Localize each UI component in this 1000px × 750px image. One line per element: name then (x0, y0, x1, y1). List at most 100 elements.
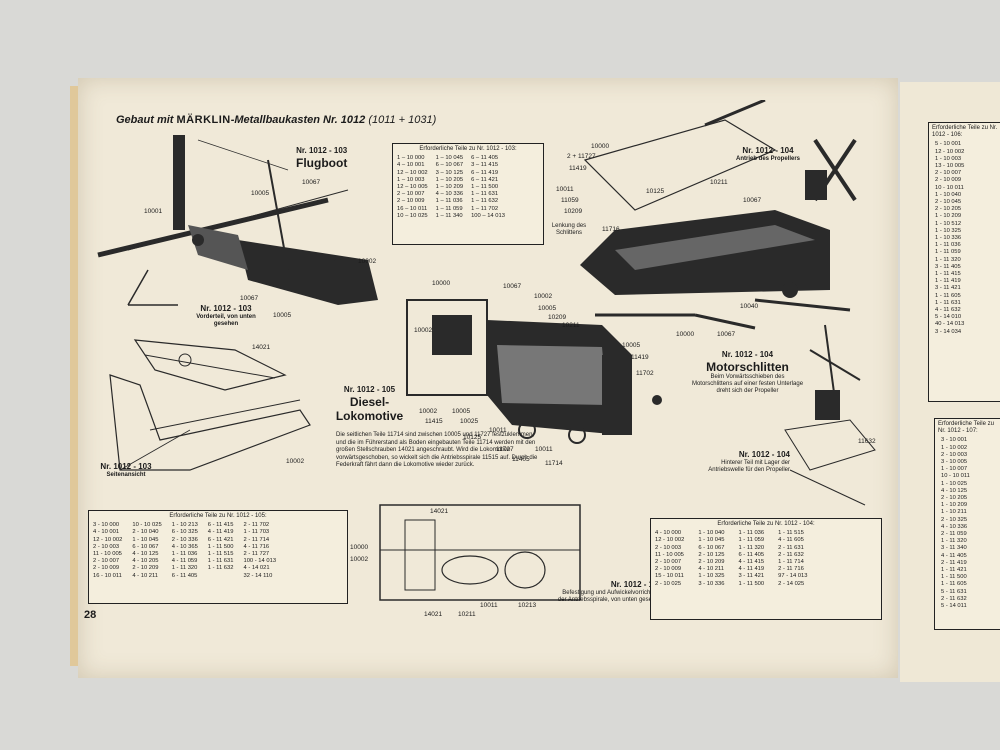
part-label: 10001 (144, 208, 163, 215)
table-row: 1 - 11 419 (935, 278, 961, 285)
table-row: 5 - 14 011 (941, 603, 967, 610)
table-row: 1 - 11 605 (935, 292, 961, 299)
table-row: 1 - 11 320 (935, 256, 961, 263)
part-label: 10011 (480, 602, 498, 609)
part-label: 10125 (463, 434, 482, 441)
part-label: 10005 (251, 190, 270, 197)
part-label: 2 + 11727 (567, 153, 596, 160)
table-row: 2 - 11 059 (941, 531, 967, 538)
table-row: 1 - 10 336 (935, 235, 962, 242)
part-label: 10000 (676, 331, 695, 338)
table-row: 1 - 10 209 (941, 502, 968, 509)
motorschlitten-caption: Nr. 1012 - 104 Motorschlitten Beim Vorwä… (691, 350, 804, 394)
part-label: 10000 (432, 280, 451, 287)
part-label: 10211 (458, 611, 476, 618)
table-row: 1 - 11 036 (935, 242, 961, 249)
table-row: 1 - 11 059 (935, 249, 961, 256)
table-row: 1 - 10 003 (935, 155, 962, 162)
table-row: 1 - 11 421 (941, 567, 967, 574)
page-title: Gebaut mit MÄRKLIN-Metallbaukasten Nr. 1… (116, 114, 437, 126)
part-label: 11415 (425, 418, 443, 425)
part-label: 10005 (622, 342, 641, 349)
part-label: 10005 (538, 305, 557, 312)
table-row: 2 - 10 003 (941, 451, 968, 458)
table-row: 5 - 10 001 (935, 141, 962, 148)
table-row: 2 - 10 009 (935, 177, 962, 184)
table-row: 2 - 10 325 (941, 516, 968, 523)
antrieb-caption: Nr. 1012 - 104 Antrieb des Propellers (735, 146, 801, 162)
part-label: 10002 (414, 327, 433, 334)
part-label: 11419 (631, 354, 649, 361)
table-row: 1 - 10 025 (941, 480, 968, 487)
table-row: 2 - 10 205 (941, 495, 968, 502)
part-label: 10005 (452, 408, 471, 415)
table-row: 3 - 11 340 (941, 545, 967, 552)
part-label: 10000 (591, 143, 610, 150)
part-label: 10025 (460, 418, 479, 425)
table-row: 2 - 10 205 (935, 206, 962, 213)
part-label: 10002 (350, 556, 369, 563)
part-label: 10002 (534, 293, 553, 300)
part-label: 11702 (636, 370, 654, 377)
part-label: 11716 (602, 226, 620, 233)
part-label: 10067 (743, 197, 762, 204)
table-row: 40 - 14 013 (935, 321, 965, 328)
table-row: 1 - 11 320 (941, 538, 967, 545)
table-row: 12 - 10 002 (935, 148, 965, 155)
part-label: 10067 (240, 295, 259, 302)
part-label: 10213 (518, 602, 537, 609)
table-row: 2 - 11 419 (941, 559, 967, 566)
part-label: 11727 (496, 446, 514, 453)
table-row: 1 - 11 500 (941, 574, 967, 581)
lokomotive-illustration (406, 299, 662, 444)
part-label: 11059 (561, 197, 579, 204)
table-row: 4 - 11 632 (935, 307, 961, 314)
table-row: 1 - 11 605 (941, 581, 967, 588)
hinterer-teil-illustration (784, 324, 876, 506)
table-row: 10 - 10 011 (941, 473, 970, 480)
part-label: 14021 (424, 611, 443, 618)
befestigung-caption: Nr. 1012 - 105 Befestigung und Aufwickel… (557, 580, 662, 603)
part-label: 10005 (273, 312, 292, 319)
flugboot-illustration (97, 135, 378, 306)
parts-table-106: Erforderliche Teile zu Nr. 1012 - 106: 5… (928, 122, 1000, 402)
part-label: 10211 (710, 179, 728, 186)
lokomotive-description: Die seitlichen Teile 11714 sind zwischen… (336, 432, 538, 469)
table-row: 3 - 11 421 (935, 285, 961, 292)
part-label: 10067 (503, 283, 522, 290)
part-label: 10209 (548, 314, 567, 321)
part-label: 10211 (562, 322, 580, 329)
table-row: 3 - 11 405 (935, 263, 961, 270)
parts-table-103: Erforderliche Teile zu Nr. 1012 - 103: 1… (392, 143, 544, 245)
part-label: 10002 (419, 408, 438, 415)
table-row: 2 - 10 007 (935, 170, 962, 177)
table-row: 3 - 10 001 (941, 437, 968, 444)
part-label: 11632 (858, 438, 876, 445)
part-label: 14021 (430, 508, 449, 515)
flugboot-caption: Nr. 1012 - 103 Flugboot (296, 146, 348, 170)
part-label: 11405 (512, 456, 530, 463)
hinterer-caption: Nr. 1012 - 104 Hinterer Teil mit Lager d… (708, 450, 790, 473)
table-row: 1 - 10 209 (935, 213, 962, 220)
part-label: 10011 (489, 427, 507, 434)
part-label: 10011 (556, 186, 574, 193)
table-row: 1 - 10 512 (935, 220, 962, 227)
page-number: 28 (84, 609, 97, 621)
part-label: 10209 (564, 208, 583, 215)
vorderteil-illustration (133, 339, 287, 391)
table-row: 2 - 10 045 (935, 199, 962, 206)
table-row: 1 - 11 415 (935, 271, 961, 278)
table-row: 1 - 10 325 (935, 227, 962, 234)
table-row: 3 - 14 034 (935, 328, 962, 335)
seitenansicht-caption: Nr. 1012 - 103 Seitenansicht (100, 462, 152, 478)
table-row: 1 - 10 007 (941, 466, 968, 473)
table-row: 1 - 11 631 (935, 299, 961, 306)
table-row: 1 - 10 002 (941, 444, 968, 451)
table-row: 1 - 10 211 (941, 509, 967, 516)
table-row: 3 - 10 005 (941, 459, 968, 466)
table-row: 10 - 10 011 (935, 184, 964, 191)
table-row: 4 - 11 405 (941, 552, 967, 559)
table-row: 13 - 10 005 (935, 163, 965, 170)
part-label: 10000 (350, 544, 369, 551)
part-label: 10067 (717, 331, 736, 338)
